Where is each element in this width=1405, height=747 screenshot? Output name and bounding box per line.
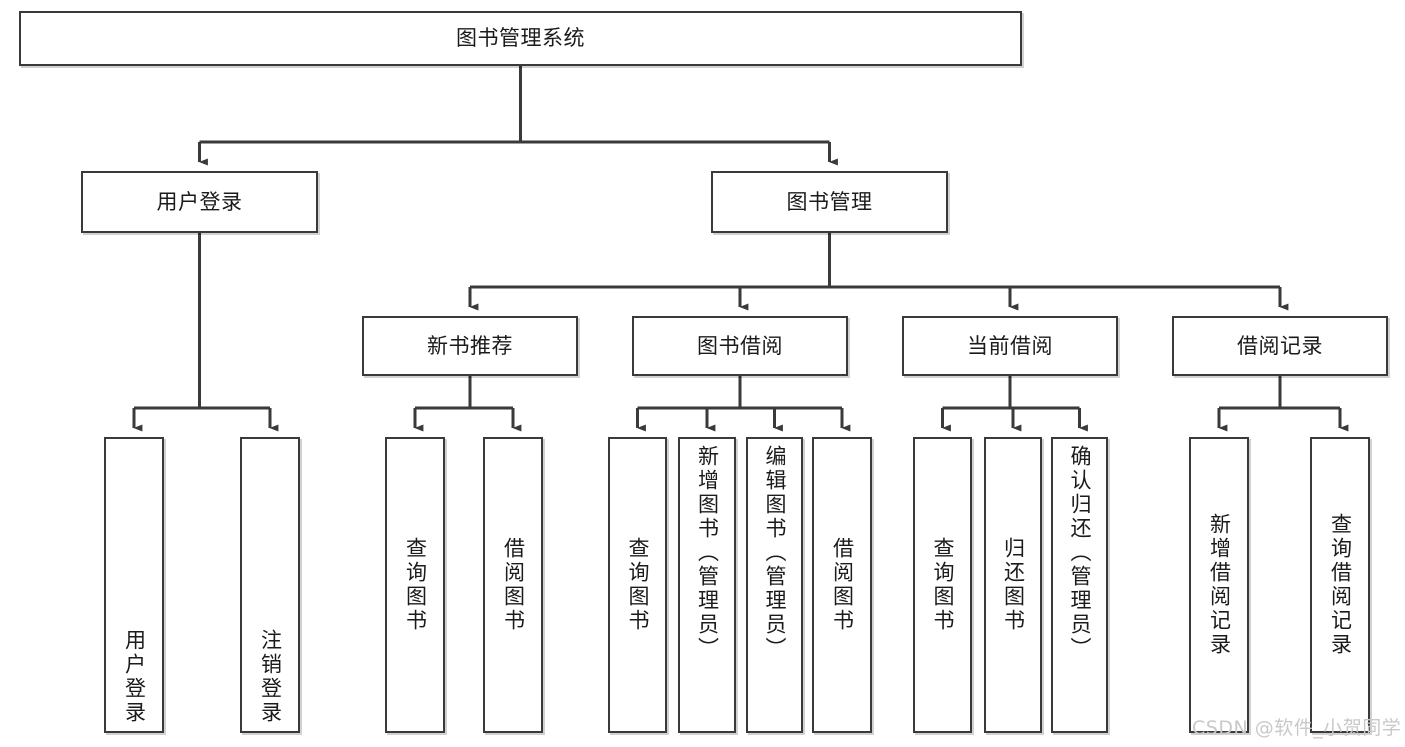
node-leaf4[interactable]: 借阅图书 <box>483 437 543 733</box>
node-label: 确认归还（管理员） <box>1068 445 1092 661</box>
node-leaf7[interactable]: 编辑图书（管理员） <box>746 437 803 733</box>
node-label: 用户登录 <box>156 189 243 214</box>
node-label: 新增借阅记录 <box>1207 513 1232 657</box>
node-label: 查询图书 <box>626 537 650 633</box>
node-leaf10[interactable]: 归还图书 <box>984 437 1042 733</box>
node-borrow[interactable]: 图书借阅 <box>632 316 848 376</box>
node-label: 借阅图书 <box>501 537 526 633</box>
node-label: 注销登录 <box>258 629 283 725</box>
node-label: 借阅图书 <box>830 537 855 633</box>
node-leaf2[interactable]: 注销登录 <box>240 437 300 733</box>
node-leaf3[interactable]: 查询图书 <box>385 437 445 733</box>
node-leaf11[interactable]: 确认归还（管理员） <box>1051 437 1108 733</box>
node-leaf13[interactable]: 查询借阅记录 <box>1310 437 1370 733</box>
node-bookmgmt[interactable]: 图书管理 <box>711 171 948 233</box>
node-root[interactable]: 图书管理系统 <box>19 11 1022 66</box>
node-label: 查询图书 <box>403 537 428 633</box>
node-leaf12[interactable]: 新增借阅记录 <box>1189 437 1249 733</box>
node-label: 新增图书（管理员） <box>695 445 720 661</box>
node-label: 查询借阅记录 <box>1328 513 1353 657</box>
node-leaf6[interactable]: 新增图书（管理员） <box>678 437 736 733</box>
node-leaf1[interactable]: 用户登录 <box>104 437 164 733</box>
node-label: 用户登录 <box>122 629 147 725</box>
node-records[interactable]: 借阅记录 <box>1172 316 1388 376</box>
node-label: 新书推荐 <box>427 333 513 358</box>
node-login[interactable]: 用户登录 <box>81 171 318 233</box>
node-leaf9[interactable]: 查询图书 <box>913 437 972 733</box>
node-leaf8[interactable]: 借阅图书 <box>812 437 872 733</box>
node-current[interactable]: 当前借阅 <box>902 316 1118 376</box>
node-leaf5[interactable]: 查询图书 <box>608 437 667 733</box>
node-label: 编辑图书（管理员） <box>763 445 787 661</box>
node-label: 归还图书 <box>1001 537 1026 633</box>
node-label: 当前借阅 <box>967 333 1053 358</box>
node-label: 图书管理系统 <box>456 26 585 51</box>
node-label: 图书管理 <box>786 189 873 214</box>
node-newbooks[interactable]: 新书推荐 <box>362 316 578 376</box>
node-label: 查询图书 <box>931 537 955 633</box>
node-label: 图书借阅 <box>697 333 783 358</box>
node-label: 借阅记录 <box>1237 333 1323 358</box>
